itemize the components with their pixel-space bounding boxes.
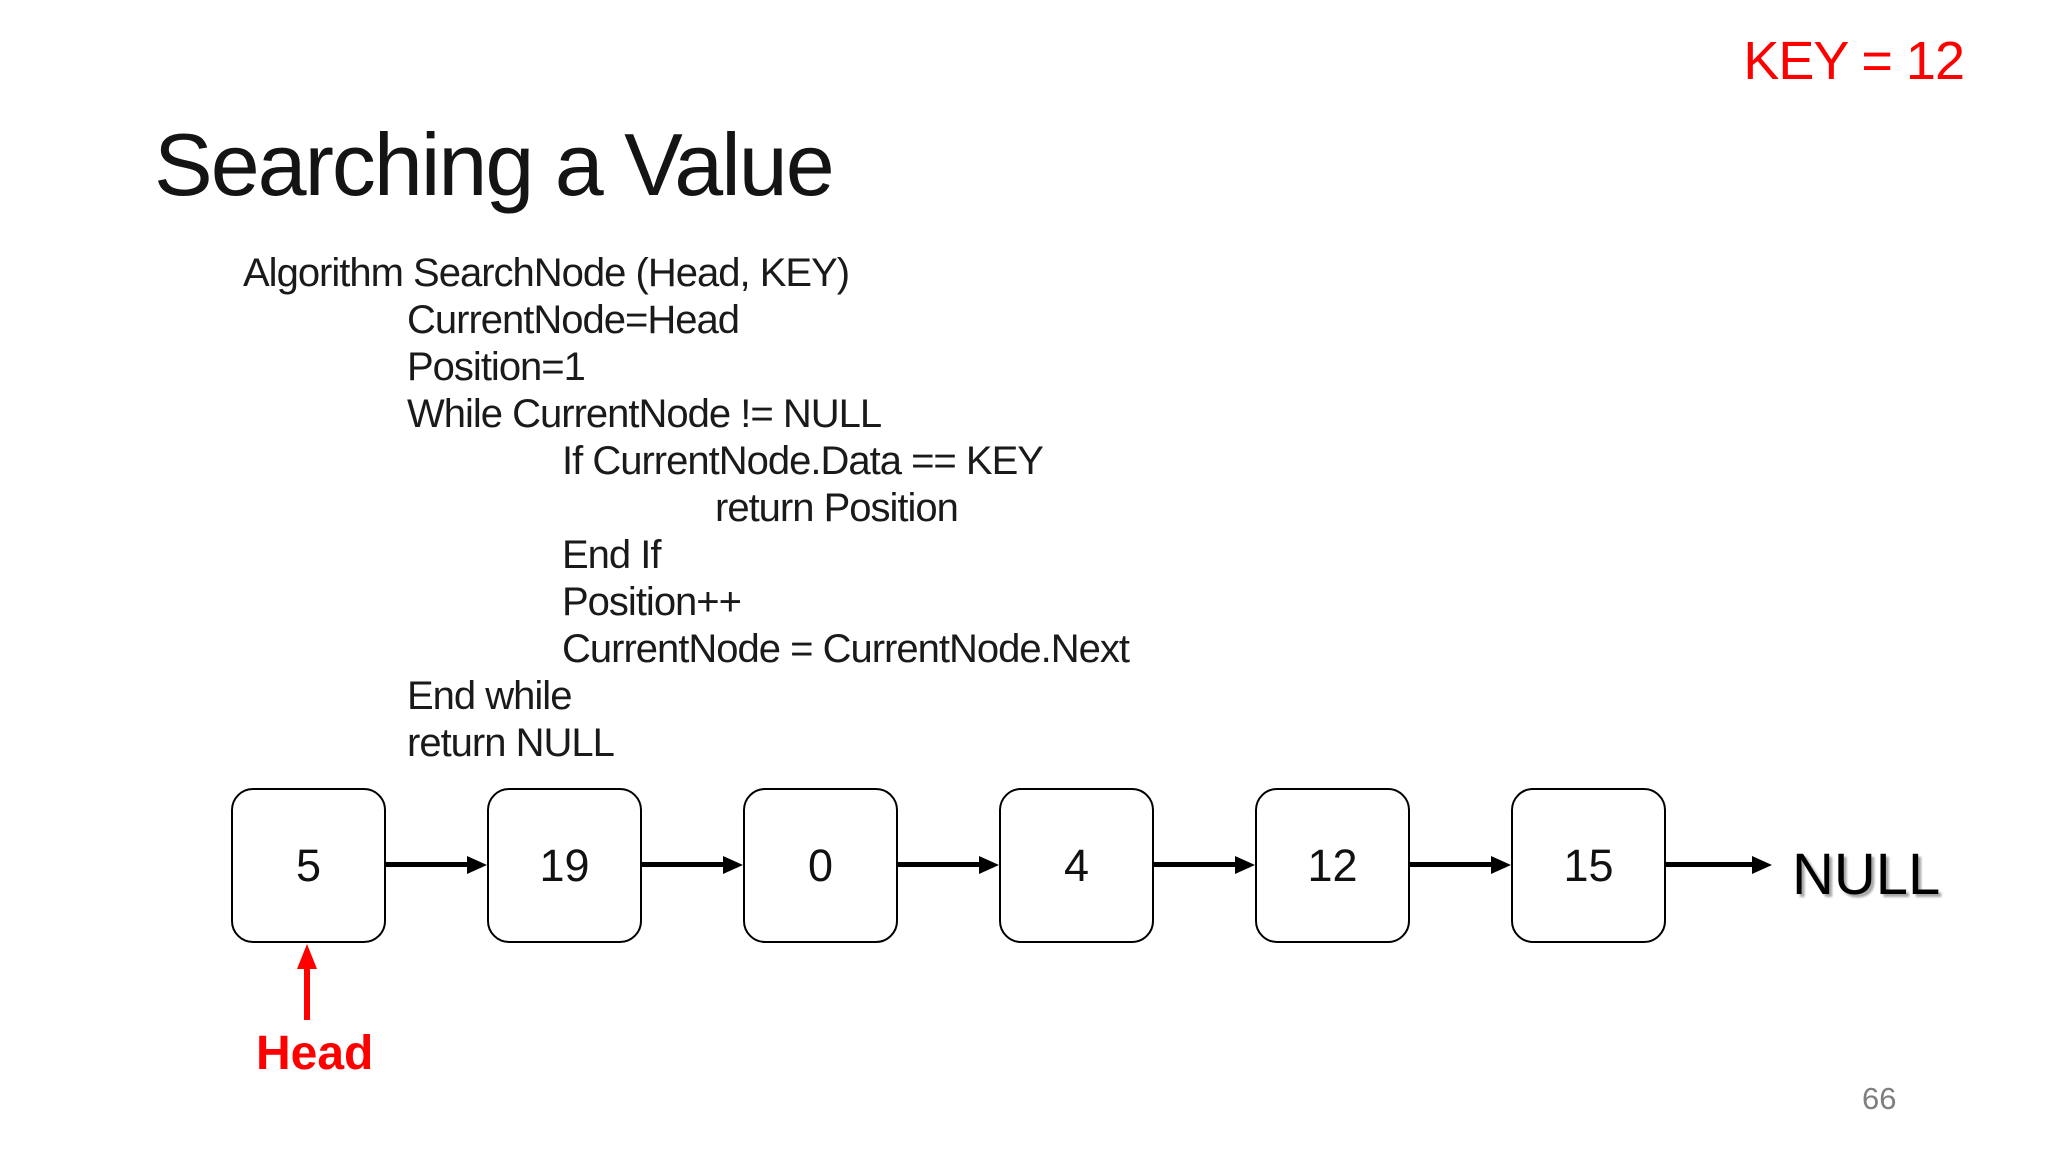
- code-line: End If: [562, 533, 662, 577]
- next-pointer-arrowhead-icon: [1491, 856, 1511, 874]
- list-node: 15: [1511, 788, 1666, 943]
- code-line: Position++: [562, 580, 742, 624]
- algorithm-pseudocode: Algorithm SearchNode (Head, KEY) Current…: [243, 250, 1130, 767]
- code-line: return NULL: [407, 721, 615, 765]
- next-pointer-arrowhead-icon: [1235, 856, 1255, 874]
- list-node: 12: [1255, 788, 1410, 943]
- head-pointer-arrowhead-icon: [297, 944, 317, 969]
- code-line: Algorithm SearchNode (Head, KEY): [243, 251, 850, 295]
- code-line: While CurrentNode != NULL: [407, 392, 882, 436]
- list-node: 0: [743, 788, 898, 943]
- null-terminator-label: NULL: [1792, 842, 1941, 907]
- key-annotation: KEY = 12: [1743, 31, 1965, 91]
- code-line: End while: [407, 674, 572, 718]
- next-pointer-arrow: [1666, 862, 1752, 867]
- list-node: 5: [231, 788, 386, 943]
- node-value: 5: [295, 839, 322, 891]
- node-value: 4: [1063, 839, 1090, 891]
- next-pointer-arrowhead-icon: [723, 856, 743, 874]
- node-value: 0: [807, 839, 834, 891]
- code-line: Position=1: [407, 345, 586, 389]
- list-node: 19: [487, 788, 642, 943]
- next-pointer-arrowhead-icon: [467, 856, 487, 874]
- page-number: 66: [1862, 1081, 1897, 1116]
- list-node: 4: [999, 788, 1154, 943]
- page-title: Searching a Value: [154, 115, 835, 214]
- next-pointer-arrow: [642, 862, 724, 867]
- next-pointer-arrowhead-icon: [1752, 856, 1772, 874]
- next-pointer-arrowhead-icon: [979, 856, 999, 874]
- node-value: 12: [1307, 839, 1358, 891]
- head-label: Head: [256, 1027, 374, 1080]
- next-pointer-arrow: [386, 862, 468, 867]
- node-value: 19: [539, 839, 590, 891]
- code-line: CurrentNode = CurrentNode.Next: [562, 627, 1130, 671]
- code-line: return Position: [715, 486, 959, 530]
- code-line: If CurrentNode.Data == KEY: [562, 439, 1044, 483]
- code-line: CurrentNode=Head: [407, 298, 740, 342]
- head-pointer-arrow: [304, 968, 310, 1020]
- next-pointer-arrow: [1154, 862, 1236, 867]
- node-value: 15: [1563, 839, 1614, 891]
- next-pointer-arrow: [898, 862, 980, 867]
- next-pointer-arrow: [1410, 862, 1492, 867]
